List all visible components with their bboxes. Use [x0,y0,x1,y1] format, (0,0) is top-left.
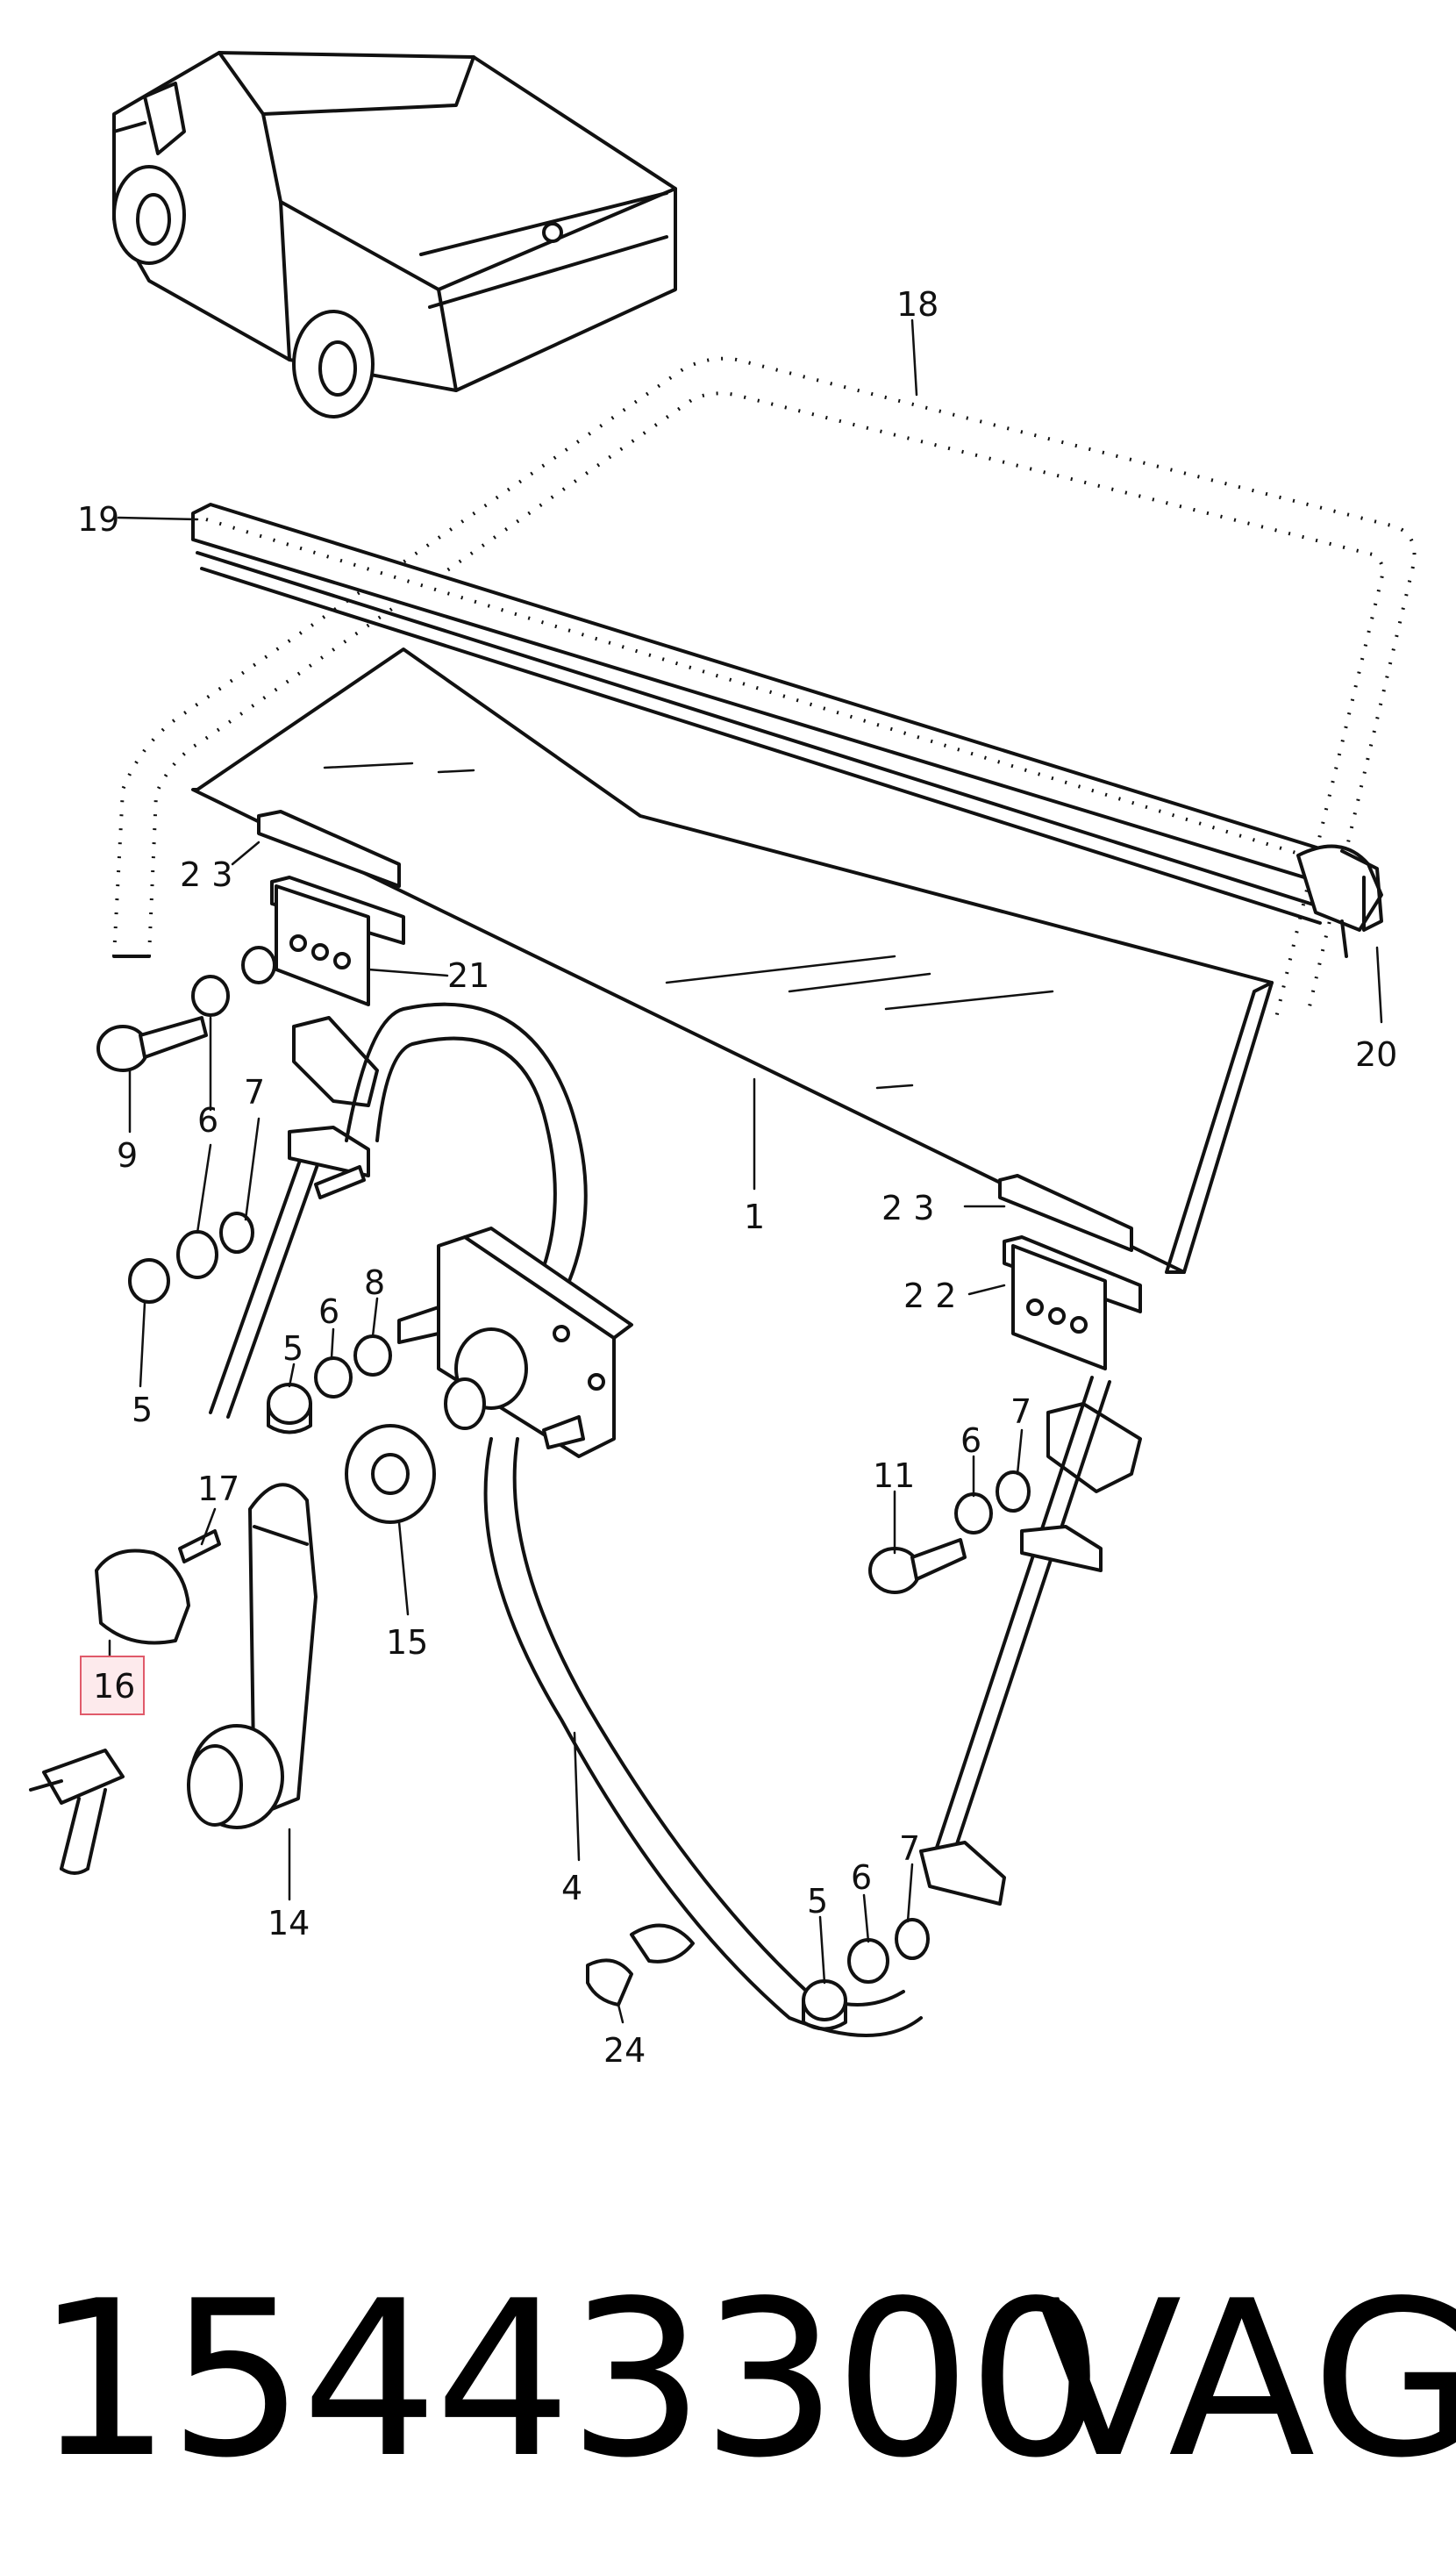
callout-6-right-upper: 6 [960,1421,981,1460]
callout-4: 4 [561,1869,582,1907]
callout-8: 8 [364,1263,385,1302]
glass-holder-lower [998,1174,1142,1370]
pickup-truck-illustration [112,51,677,418]
spacer-bushing [345,1424,436,1524]
callout-6-middle: 6 [318,1292,339,1331]
callout-24: 24 [603,2031,646,2070]
callout-17: 17 [197,1470,239,1508]
leader-lines [108,318,1383,2024]
fastener-set-right-lower [802,1918,930,2031]
regulator-motor-unit [397,1227,633,1458]
glass-holder-upper [257,810,405,1006]
callout-7-right-upper: 7 [1010,1392,1031,1431]
window-glass [191,647,1274,1274]
callout-14: 14 [268,1904,310,1942]
fastener-set-middle [267,1334,392,1434]
handle-cap [29,1529,221,1875]
window-strip [191,503,1383,958]
crank-handle [187,1483,318,1829]
callout-16: 16 [93,1667,135,1706]
callout-6-right-lower: 6 [851,1858,872,1897]
callout-9: 9 [117,1136,138,1175]
callout-1: 1 [744,1198,765,1236]
guide-rail-right [919,1376,1142,1906]
callout-11: 11 [873,1456,915,1495]
callout-19: 19 [77,500,119,539]
fastener-set-left-upper [96,946,276,1304]
callout-7-right-lower: 7 [899,1829,920,1868]
callout-6-left-upper: 6 [197,1101,218,1140]
callout-labels: 18 19 20 1 2 3 21 2 3 2 2 9 6 7 5 5 6 8 … [77,285,1397,2070]
retaining-clip [586,1923,695,2007]
callout-21: 21 [447,956,489,995]
callout-20: 20 [1355,1035,1397,1074]
callout-15: 15 [386,1623,428,1662]
callout-5-left: 5 [132,1391,153,1429]
callout-5-right: 5 [807,1882,828,1921]
regulator-cable [345,1002,923,2037]
callout-7-left-upper: 7 [244,1073,265,1112]
part-number: 15443300 [35,2255,1104,2505]
callout-22: 2 2 [903,1277,956,1315]
callout-5-middle: 5 [282,1329,303,1368]
guide-rail-left [209,1016,379,1419]
callout-18: 18 [896,285,939,324]
callout-23-upper: 2 3 [180,855,232,894]
highlight-box [80,1656,145,1715]
glass-channel-clip [1340,849,1383,932]
fastener-set-right-upper [868,1470,1031,1594]
callout-23-lower: 2 3 [881,1189,934,1227]
brand-name: VAG [1035,2255,1456,2505]
